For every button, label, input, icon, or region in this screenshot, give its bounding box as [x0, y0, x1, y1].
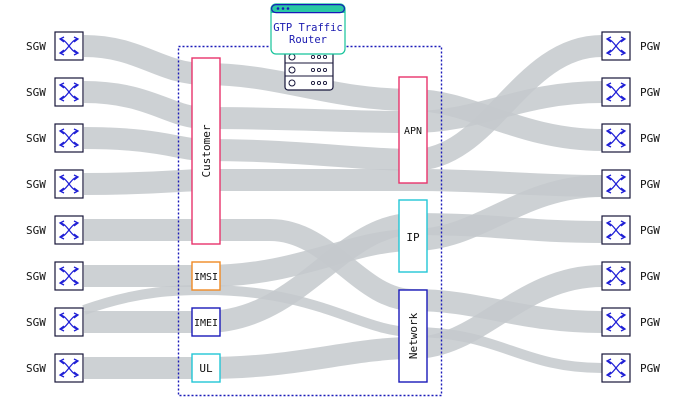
network-switch-icon	[54, 353, 84, 383]
sgw-label: SGW	[26, 132, 46, 145]
network-switch-icon	[601, 123, 631, 153]
network-switch-icon	[54, 261, 84, 291]
pgw-label: PGW	[640, 86, 660, 99]
classifier-imsi: IMSI	[191, 261, 221, 291]
classifier-network: Network	[398, 289, 428, 383]
sgw-label: SGW	[26, 362, 46, 375]
server-stack-icon	[284, 49, 334, 91]
pgw-label: PGW	[640, 132, 660, 145]
network-switch-icon	[601, 215, 631, 245]
sgw-label: SGW	[26, 224, 46, 237]
pgw-label: PGW	[640, 178, 660, 191]
sgw-label: SGW	[26, 86, 46, 99]
classifier-imei: IMEI	[191, 307, 221, 337]
flow-bands	[82, 35, 603, 380]
network-switch-icon	[601, 77, 631, 107]
classifier-customer: Customer	[191, 57, 221, 245]
network-switch-icon	[54, 77, 84, 107]
router-container	[177, 45, 443, 397]
pgw-labels: PGW PGW PGW PGW PGW PGW PGW PGW	[640, 40, 660, 375]
classifier-imsi-label: IMSI	[194, 272, 218, 283]
router-title-line1: GTP Traffic	[273, 22, 343, 34]
classifier-network-label: Network	[407, 312, 420, 359]
network-switch-icon	[601, 261, 631, 291]
pgw-label: PGW	[640, 270, 660, 283]
pgw-label: PGW	[640, 224, 660, 237]
gtp-traffic-router-card: GTP Traffic Router	[270, 3, 346, 55]
network-switch-icon	[54, 307, 84, 337]
sgw-label: SGW	[26, 178, 46, 191]
pgw-label: PGW	[640, 362, 660, 375]
sgw-labels: SGW SGW SGW SGW SGW SGW SGW SGW	[26, 40, 46, 375]
flow-band	[84, 212, 603, 333]
pgw-label: PGW	[640, 316, 660, 329]
network-switch-icon	[601, 31, 631, 61]
classifier-customer-label: Customer	[200, 124, 213, 177]
classifier-ul: UL	[191, 353, 221, 383]
classifier-imei-label: IMEI	[194, 318, 218, 329]
classifier-ip-label: IP	[406, 231, 420, 244]
network-switch-icon	[601, 307, 631, 337]
sgw-switches	[54, 31, 84, 383]
classifier-apn-label: APN	[404, 126, 422, 137]
network-switch-icon	[54, 169, 84, 199]
network-switch-icon	[54, 31, 84, 61]
network-switch-icon	[601, 169, 631, 199]
router-title-line2: Router	[289, 34, 327, 46]
classifier-apn: APN	[398, 76, 428, 184]
network-switch-icon	[54, 123, 84, 153]
pgw-switches	[601, 31, 631, 383]
network-switch-icon	[601, 353, 631, 383]
flow-band	[82, 284, 603, 373]
flow-band	[84, 265, 603, 380]
sgw-label: SGW	[26, 40, 46, 53]
sgw-label: SGW	[26, 316, 46, 329]
network-switch-icon	[54, 215, 84, 245]
classifier-ip: IP	[398, 199, 428, 273]
flow-band	[83, 169, 603, 197]
flow-band	[83, 35, 603, 172]
pgw-label: PGW	[640, 40, 660, 53]
flow-band	[83, 35, 603, 151]
sgw-label: SGW	[26, 270, 46, 283]
classifier-ul-label: UL	[199, 362, 213, 375]
